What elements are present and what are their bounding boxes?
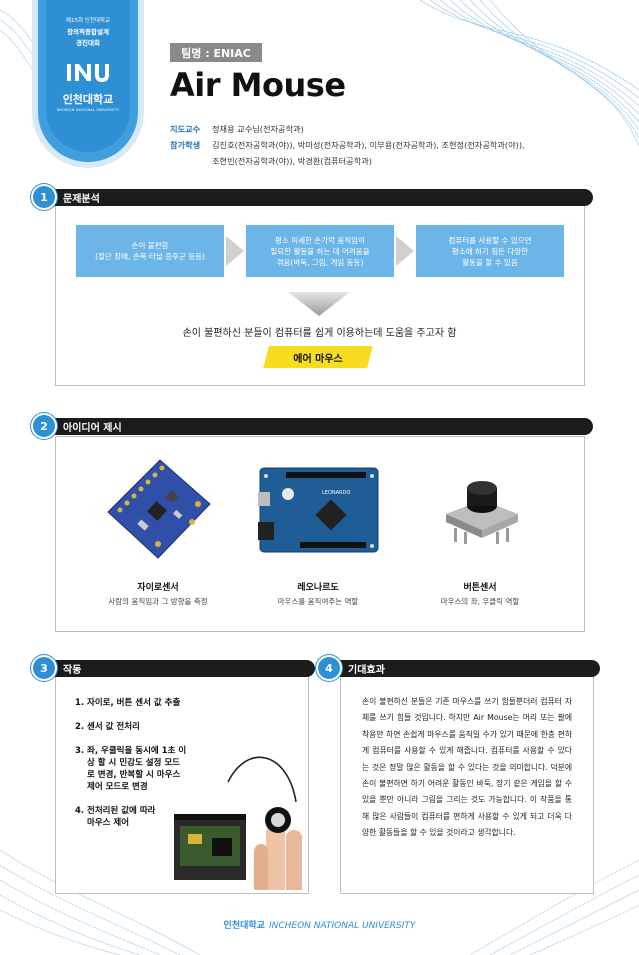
footer-university-en: INCHEON NATIONAL UNIVERSITY bbox=[268, 921, 416, 931]
component-desc-button: 마우스의 좌, 우클릭 역할 bbox=[440, 597, 520, 606]
device-photo-image bbox=[174, 756, 302, 890]
university-logo-icon bbox=[67, 64, 109, 82]
button-sensor-image bbox=[446, 481, 518, 544]
advisor-label: 지도교수 bbox=[170, 124, 201, 134]
section-number-2: 2 bbox=[33, 415, 55, 437]
down-arrow-icon bbox=[288, 292, 350, 316]
step-4: 4. 전처리된 값에 따라 마우스 제어 bbox=[75, 805, 237, 829]
section-title-2: 아이디어 제시 bbox=[45, 417, 593, 435]
step-2-text: 센서 값 전처리 bbox=[87, 722, 140, 732]
badge-inner: 제15회 인천대학교 창의적종합설계 경진대회 인천대학교 INCHEON NA… bbox=[46, 0, 130, 152]
section-number-3: 3 bbox=[33, 657, 55, 679]
section-number-1: 1 bbox=[33, 186, 55, 208]
step-2-number: 2. bbox=[75, 722, 85, 732]
advisor-row: 지도교수 정재용 교수님(전자공학과) bbox=[170, 121, 525, 137]
flow-box-1-line-1: 손이 불편함 bbox=[131, 241, 169, 250]
component-name-gyro: 자이로센서 bbox=[137, 583, 179, 593]
step-1-number: 1. bbox=[75, 698, 85, 708]
component-name-button: 버튼센서 bbox=[463, 583, 497, 593]
flow-box-1-line-2: (절단 장애, 손목 터널 증후군 등등) bbox=[95, 252, 205, 261]
section-number-4: 4 bbox=[318, 657, 340, 679]
advisor-name: 정재용 교수님(전자공학과) bbox=[212, 124, 304, 134]
section-title-4: 기대효과 bbox=[330, 659, 600, 677]
flow-box-2-line-1: 평소 미세한 손가락 움직임이 bbox=[275, 235, 365, 245]
step-4-number: 4. bbox=[75, 806, 85, 816]
component-desc-gyro: 사람의 움직임과 그 방향을 측정 bbox=[108, 597, 208, 606]
flow-arrow-1-icon bbox=[226, 236, 244, 266]
team-tag: 팀명 : ENIAC bbox=[170, 43, 262, 62]
expected-effect-text: 손이 불편하신 분들은 기존 마우스를 쓰기 힘들뿐더러 컴퓨터 자체를 쓰기 … bbox=[362, 697, 572, 838]
leonardo-board-image: LEONARDO bbox=[258, 467, 379, 553]
step-3-number: 3. bbox=[75, 746, 85, 756]
flow-box-3-line-2: 평소에 하기 힘든 다양한 bbox=[451, 246, 529, 256]
step-4-text: 전처리된 값에 따라 마우스 제어 bbox=[87, 806, 156, 828]
flow-box-3-line-3: 활동을 할 수 있음 bbox=[462, 257, 518, 267]
students-line-2: 조현빈(전자공학과(야)), 박경환(컴퓨터공학과) bbox=[212, 156, 372, 166]
students-line-1: 김진호(전자공학과(야)), 박미성(전자공학과), 이부용(전자공학과), 조… bbox=[212, 140, 525, 150]
step-2: 2. 센서 값 전처리 bbox=[75, 721, 237, 733]
section-header-1: 1 문제분석 bbox=[33, 186, 593, 208]
students-label: 참가학생 bbox=[170, 140, 201, 150]
step-1-text: 자이로, 버튼 센서 값 추출 bbox=[87, 698, 181, 708]
students-row: 참가학생 김진호(전자공학과(야)), 박미성(전자공학과), 이부용(전자공학… bbox=[170, 137, 525, 153]
badge-university-name: 인천대학교 bbox=[62, 93, 114, 106]
flow-box-2-line-2: 필요한 활동을 하는 데 어려움을 bbox=[270, 246, 370, 256]
section-header-3: 3 작동 bbox=[33, 657, 315, 679]
section-title-3: 작동 bbox=[45, 659, 315, 677]
participants: 지도교수 정재용 교수님(전자공학과) 참가학생 김진호(전자공학과(야)), … bbox=[170, 121, 525, 169]
section-header-4: 4 기대효과 bbox=[318, 657, 600, 679]
badge-line-3: 경진대회 bbox=[76, 39, 100, 47]
badge-line-1: 제15회 인천대학교 bbox=[65, 18, 111, 24]
flow-arrow-2-icon bbox=[396, 236, 414, 266]
flow-box-1: 손이 불편함 (절단 장애, 손목 터널 증후군 등등) bbox=[76, 225, 224, 277]
section-title-1: 문제분석 bbox=[45, 188, 593, 206]
students-row-2: 조현빈(전자공학과(야)), 박경환(컴퓨터공학과) bbox=[170, 153, 525, 169]
badge-university-name-en: INCHEON NATIONAL UNIVERSITY bbox=[56, 108, 120, 112]
problem-summary: 손이 불편하신 분들이 컴퓨터를 쉽게 이용하는데 도움을 주고자 함 bbox=[182, 328, 457, 339]
flow-box-3-line-1: 컴퓨터를 사용할 수 있으면 bbox=[448, 235, 532, 245]
gyro-sensor-image bbox=[107, 459, 211, 559]
air-mouse-highlight: 에어 마우스 bbox=[293, 353, 343, 365]
flow-box-2: 평소 미세한 손가락 움직임이 필요한 활동을 하는 데 어려움을 겪음(바둑,… bbox=[246, 225, 394, 277]
expected-effect-panel bbox=[340, 676, 594, 894]
flow-box-2-line-3: 겪음(바둑, 그림, 게임 등등) bbox=[276, 257, 364, 267]
leonardo-board-label: LEONARDO bbox=[322, 490, 350, 496]
component-desc-leonardo: 마우스를 움직여주는 역할 bbox=[277, 597, 359, 606]
footer-university-kr: 인천대학교 bbox=[223, 921, 265, 931]
competition-badge: 제15회 인천대학교 창의적종합설계 경진대회 인천대학교 INCHEON NA… bbox=[38, 0, 138, 162]
operation-steps: 1. 자이로, 버튼 센서 값 추출 2. 센서 값 전처리 3. 좌, 우클릭… bbox=[75, 697, 237, 841]
step-3-text: 좌, 우클릭을 동시에 1초 이상 할 시 민감도 설정 모드로 변경, 반복할… bbox=[87, 746, 187, 792]
step-1: 1. 자이로, 버튼 센서 값 추출 bbox=[75, 697, 237, 709]
section-header-2: 2 아이디어 제시 bbox=[33, 415, 593, 437]
page-title: Air Mouse bbox=[170, 66, 346, 104]
flow-box-3: 컴퓨터를 사용할 수 있으면 평소에 하기 힘든 다양한 활동을 할 수 있음 bbox=[416, 225, 564, 277]
badge-line-2: 창의적종합설계 bbox=[67, 28, 109, 36]
step-3: 3. 좌, 우클릭을 동시에 1초 이상 할 시 민감도 설정 모드로 변경, … bbox=[75, 745, 237, 793]
students-label-spacer bbox=[170, 153, 212, 169]
component-name-leonardo: 레오나르도 bbox=[297, 583, 339, 593]
